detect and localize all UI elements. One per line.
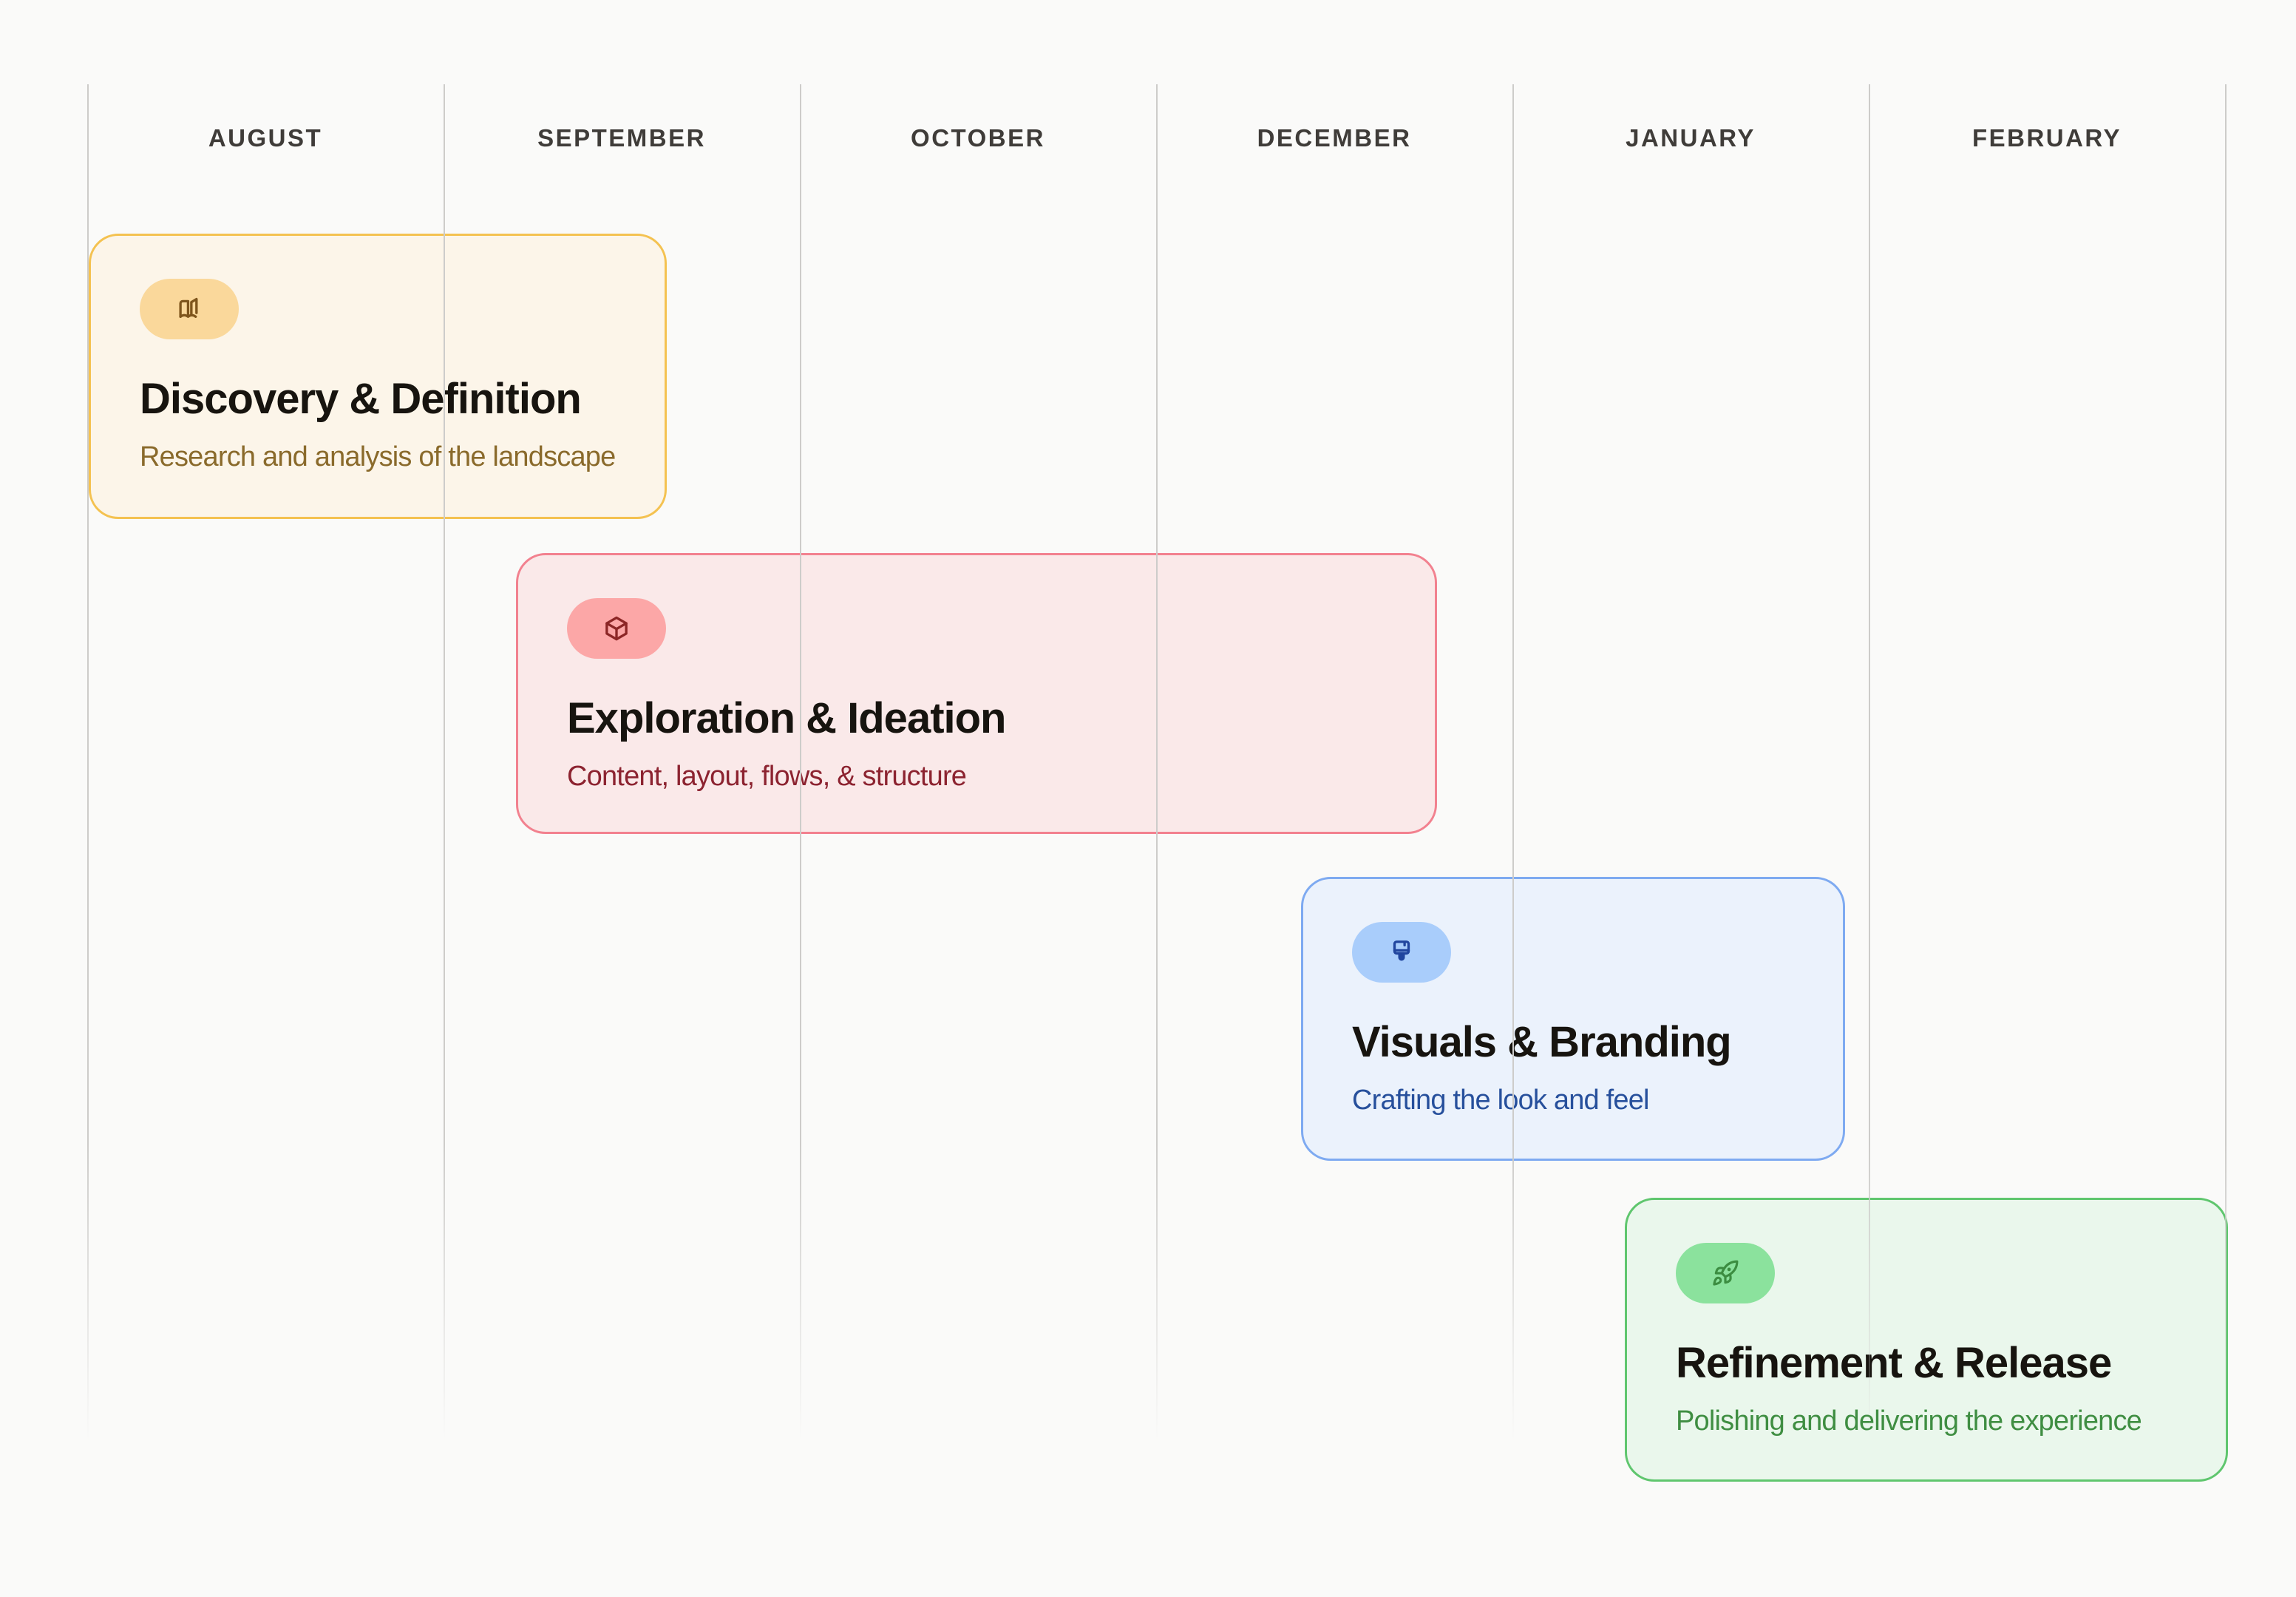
month-header-october: OCTOBER — [911, 124, 1045, 152]
phase-subtitle: Research and analysis of the landscape — [140, 441, 616, 472]
rocket-icon — [1713, 1260, 1739, 1286]
open-book-icon — [179, 297, 198, 318]
phase-title: Exploration & Ideation — [567, 694, 1007, 742]
phase-card-visuals[interactable]: Visuals & Branding Crafting the look and… — [1301, 877, 1845, 1161]
month-header-january: JANUARY — [1626, 124, 1756, 152]
icon-pill — [567, 598, 666, 659]
phase-title: Refinement & Release — [1676, 1339, 2112, 1387]
phase-title: Discovery & Definition — [140, 375, 582, 423]
phase-subtitle: Content, layout, flows, & structure — [567, 760, 967, 792]
month-header-september: SEPTEMBER — [537, 124, 706, 152]
phase-card-refinement[interactable]: Refinement & Release Polishing and deliv… — [1625, 1198, 2228, 1482]
month-header-august: AUGUST — [208, 124, 323, 152]
cube-icon — [605, 616, 628, 641]
month-header-december: DECEMBER — [1257, 124, 1412, 152]
icon-pill — [140, 279, 239, 339]
phase-subtitle: Polishing and delivering the experience — [1676, 1405, 2142, 1437]
phase-card-exploration[interactable]: Exploration & Ideation Content, layout, … — [516, 553, 1437, 834]
paintbrush-icon — [1393, 940, 1410, 961]
phase-card-discovery[interactable]: Discovery & Definition Research and anal… — [89, 234, 667, 519]
phase-subtitle: Crafting the look and feel — [1352, 1084, 1650, 1116]
phase-title: Visuals & Branding — [1352, 1018, 1732, 1066]
icon-pill — [1352, 922, 1451, 983]
month-gridline — [1512, 84, 1514, 1442]
month-header-february: FEBRUARY — [1971, 124, 2122, 152]
icon-pill — [1676, 1243, 1775, 1303]
